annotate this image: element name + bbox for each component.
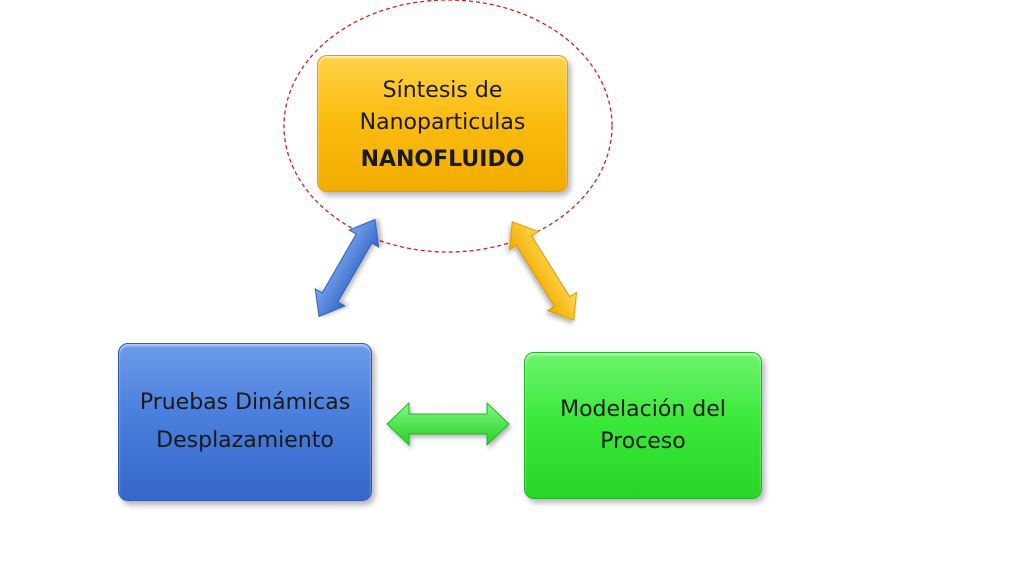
highlight-ellipse — [283, 0, 613, 253]
arrow-synthesis-tests — [314, 218, 380, 318]
tests-line2: Desplazamiento — [156, 428, 334, 453]
synthesis-line1: Síntesis de — [382, 77, 503, 103]
node-synthesis: Síntesis de Nanoparticulas NANOFLUIDO — [317, 55, 568, 192]
synthesis-emphasis: NANOFLUIDO — [360, 147, 525, 173]
synthesis-line2: Nanoparticulas — [359, 109, 526, 135]
node-tests: Pruebas Dinámicas Desplazamiento — [118, 343, 372, 501]
node-model: Modelación del Proceso — [524, 352, 762, 499]
arrow-tests-model — [386, 401, 510, 447]
tests-line1: Pruebas Dinámicas — [139, 390, 351, 416]
model-line2: Proceso — [600, 428, 686, 454]
arrow-synthesis-model — [508, 221, 578, 321]
model-line1: Modelación del — [560, 396, 726, 422]
